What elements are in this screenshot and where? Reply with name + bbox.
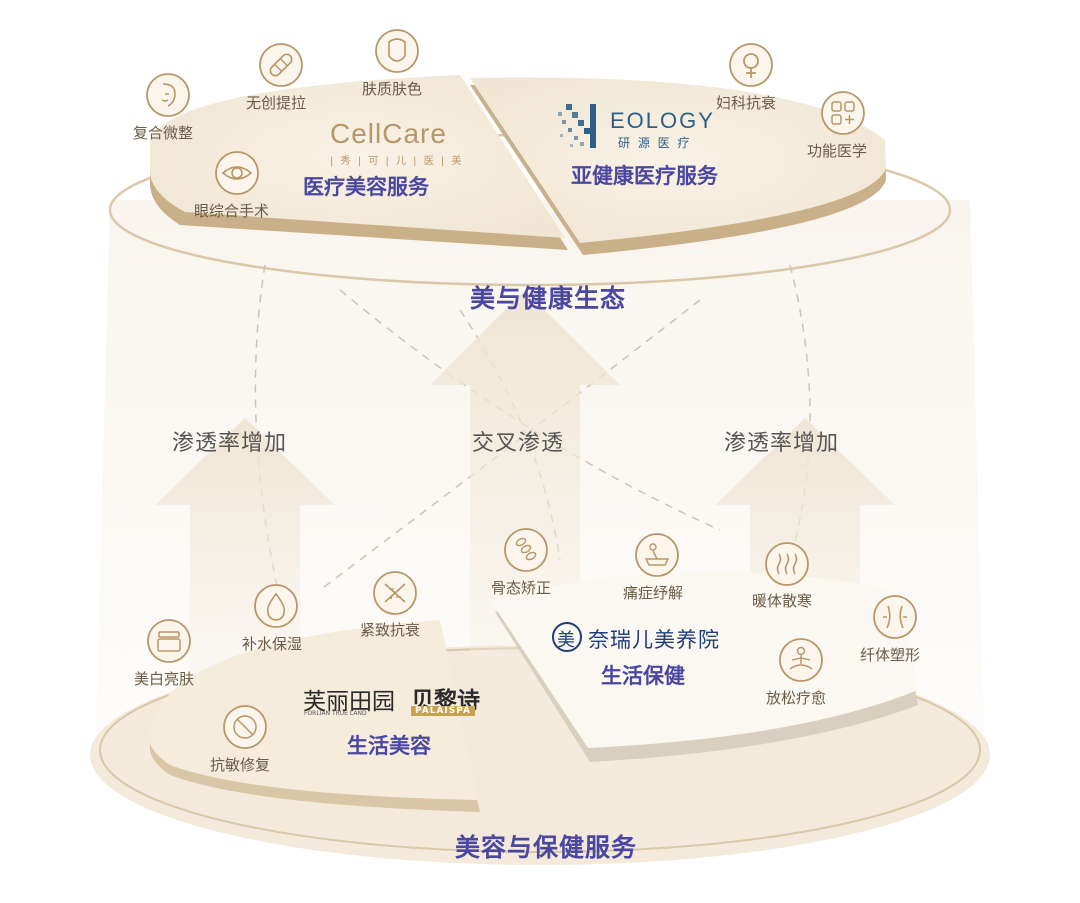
heat-waves-icon (764, 541, 810, 587)
bottom-left-platform (149, 620, 479, 800)
top-right-platform (470, 77, 886, 243)
item-label-kangmin-xiufu: 抗敏修复 (210, 756, 271, 774)
item-label-fuke-kangshuai: 妇科抗衰 (716, 94, 777, 112)
dna-icon (372, 570, 418, 616)
item-label-fuzhi-fuse: 肤质肤色 (362, 80, 423, 98)
item-label-meibai-liangfu: 美白亮肤 (134, 670, 195, 688)
water-drop-icon (253, 583, 299, 629)
item-label-wuchuang-tila: 无创提拉 (246, 94, 307, 112)
spine-icon (503, 527, 549, 573)
item-label-fangsong-liaoyu: 放松疗愈 (766, 689, 827, 707)
item-label-gutai-jiaozheng: 骨态矫正 (491, 579, 552, 597)
penetration-increase-right: 渗透率增加 (724, 431, 840, 456)
service-label-medical-beauty: 医疗美容服务 (303, 175, 429, 199)
female-symbol-icon (728, 42, 774, 88)
bath-icon (634, 532, 680, 578)
forlian-logo: 芙丽田园 (303, 689, 395, 715)
palaispa-logo-subtitle: PALAISPA (411, 706, 476, 716)
penetration-increase-left: 渗透率增加 (172, 431, 288, 456)
cellcare-logo-subtitle: | 秀 | 可 | 儿 | 医 | 美 (330, 156, 464, 167)
service-label-subhealth-medical: 亚健康医疗服务 (571, 164, 718, 188)
item-label-nuanti-sanhan: 暖体散寒 (752, 592, 813, 610)
service-label-lifestyle-beauty: 生活美容 (347, 734, 431, 758)
service-label-lifestyle-healthcare: 生活保健 (601, 664, 685, 688)
forlian-logo-subtitle: FORLIAN TRUE LAND (304, 710, 367, 717)
bandage-icon (258, 42, 304, 88)
bottom-right-platform (490, 571, 918, 748)
item-label-bushui-baoshi: 补水保湿 (242, 635, 303, 653)
face-icon (374, 28, 420, 74)
nairuier-logo-mark-text: 美 (557, 630, 575, 651)
body-shape-icon (872, 594, 918, 640)
cellcare-logo: CellCare (330, 118, 447, 149)
face-profile-icon (145, 72, 191, 118)
item-label-jinzhi-kangshuai: 紧致抗衰 (360, 621, 421, 639)
item-label-gongneng-yixue: 功能医学 (807, 142, 868, 160)
beauty-healthcare-title: 美容与保健服务 (455, 833, 638, 862)
neology-logo-text: EOLOGY (610, 108, 715, 133)
nairuier-logo-text: 奈瑞儿美养院 (588, 628, 720, 652)
item-label-yan-zonghe-shoushu: 眼综合手术 (194, 202, 270, 220)
no-allergy-icon (222, 704, 268, 750)
eye-icon (214, 150, 260, 196)
cross-penetration-label: 交叉渗透 (472, 431, 565, 456)
arrow-left (155, 418, 335, 700)
item-label-fuhe-weizheng: 复合微整 (133, 124, 194, 142)
item-label-xianti-suxing: 纤体塑形 (860, 646, 921, 664)
ecosystem-title: 美与健康生态 (470, 284, 627, 313)
grid-plus-icon (820, 90, 866, 136)
meditation-icon (778, 637, 824, 683)
top-left-platform (149, 75, 565, 238)
item-label-tongzheng-shujie: 痛症纾解 (623, 584, 684, 602)
nairuier-logo-mark (551, 621, 583, 653)
neology-logo-subtitle: 研 源 医 疗 (618, 136, 692, 150)
neology-logo-mark (554, 98, 610, 154)
jar-icon (146, 618, 192, 664)
